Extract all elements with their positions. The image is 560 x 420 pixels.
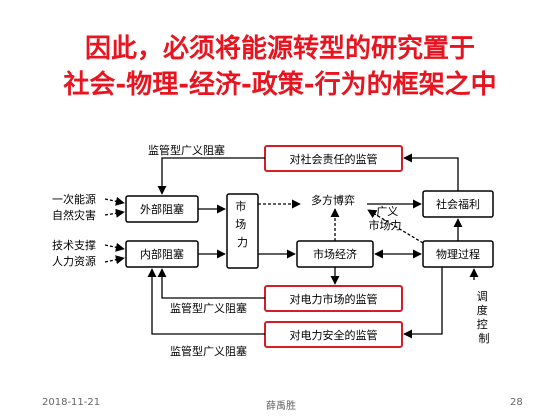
footer-page-number: 28	[510, 397, 523, 408]
arrow-human-resources	[104, 255, 125, 265]
arrow-natural-disaster	[104, 208, 125, 218]
slide-title-line-1: 因此，必须将能源转型的研究置于	[84, 34, 475, 64]
reg-barrier-mid-label: 监管型广义阻塞	[170, 301, 247, 315]
social-responsibility-label: 对社会责任的监管	[290, 152, 378, 166]
reg-barrier-top-label: 监管型广义阻塞	[148, 143, 225, 157]
internal-barrier-label: 内部阻塞	[140, 247, 184, 261]
input-natural-disaster: 自然灾害	[52, 208, 96, 222]
social-welfare-label: 社会福利	[436, 197, 480, 211]
arrow-welfare-to-responsibility	[403, 153, 459, 191]
reg-barrier-bottom-label: 监管型广义阻塞	[170, 344, 247, 358]
power-market-regulation-label: 对电力市场的监管	[290, 292, 378, 306]
physical-process-label: 物理过程	[436, 247, 480, 261]
market-economy-label: 市场经济	[313, 247, 357, 261]
arrow-primary-energy	[104, 196, 125, 206]
multi-party-game-label: 多方博弈	[311, 193, 355, 207]
slide-title-line-2: 社会-物理-经济-政策-行为的框架之中	[63, 70, 497, 100]
arrow-responsibility-to-external	[157, 157, 265, 195]
power-security-regulation-label: 对电力安全的监管	[290, 328, 378, 342]
arrow-physical-to-game	[367, 209, 424, 244]
arrow-physical-to-security-regulation	[403, 267, 443, 339]
dispatch-control-label: 调 度 控 制	[477, 290, 492, 345]
market-force-label: 市 场 力	[235, 199, 250, 249]
input-human-resources: 人力资源	[52, 254, 96, 268]
arrow-security-regulation-to-internal	[147, 268, 265, 335]
broad-market-force-label: 广义 市场力	[369, 205, 402, 232]
arrow-market-regulation-to-internal	[157, 268, 265, 299]
footer-date: 2018-11-21	[42, 397, 101, 408]
footer-author: 薛禹胜	[266, 401, 296, 412]
arrow-tech-support	[104, 242, 125, 252]
market-force-box	[226, 193, 259, 269]
input-tech-support: 技术支撑	[52, 238, 96, 252]
external-barrier-label: 外部阻塞	[140, 202, 184, 216]
input-primary-energy: 一次能源	[52, 192, 96, 206]
